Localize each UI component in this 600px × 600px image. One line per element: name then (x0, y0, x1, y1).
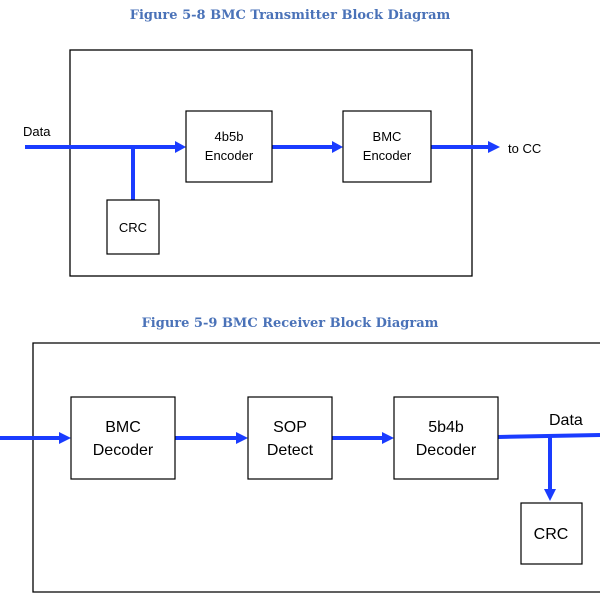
rx-crc-tap-arrowhead (544, 489, 556, 501)
block-bmc-encoder: BMC Encoder (342, 110, 432, 183)
rx-input-arrowhead (59, 432, 71, 444)
block-bmc-decoder-box (70, 396, 176, 480)
rx-bmc-sop-arrowhead (236, 432, 248, 444)
receiver-wires (0, 432, 600, 501)
receiver-frame (32, 342, 600, 593)
block-bmc-encoder-line2: Encoder (363, 148, 412, 163)
block-tx-crc-box (106, 199, 160, 255)
transmitter-caption: Figure 5-8 BMC Transmitter Block Diagram (130, 8, 451, 23)
block-bmc-encoder-line1: BMC (373, 129, 402, 144)
transmitter-wires (25, 141, 500, 200)
block-5b4b-decoder-line2: Decoder (416, 442, 477, 459)
block-4b5b-encoder-line2: Encoder (205, 148, 254, 163)
block-5b4b-decoder: 5b4b Decoder (393, 396, 499, 480)
block-bmc-decoder-line1: BMC (105, 419, 141, 436)
tx-data-in-arrowhead (175, 141, 186, 153)
rx-sop-decoder-arrowhead (382, 432, 394, 444)
block-sop-detect-box (247, 396, 333, 480)
block-4b5b-encoder-box (185, 110, 273, 183)
block-bmc-encoder-box (342, 110, 432, 183)
block-sop-detect: SOP Detect (247, 396, 333, 480)
block-rx-crc-label: CRC (534, 526, 569, 543)
tx-output-arrowhead (488, 141, 500, 153)
block-4b5b-encoder-line1: 4b5b (215, 129, 244, 144)
tx-encoder-link-arrowhead (332, 141, 343, 153)
receiver-caption: Figure 5-9 BMC Receiver Block Diagram (142, 316, 439, 331)
block-bmc-decoder: BMC Decoder (70, 396, 176, 480)
tx-input-label: Data (23, 124, 51, 139)
block-tx-crc-label: CRC (119, 220, 147, 235)
block-5b4b-decoder-box (393, 396, 499, 480)
block-sop-detect-line1: SOP (273, 419, 307, 436)
block-tx-crc: CRC (106, 199, 160, 255)
block-4b5b-encoder: 4b5b Encoder (185, 110, 273, 183)
tx-output-label: to CC (508, 141, 541, 156)
transmitter-frame (69, 49, 473, 277)
block-rx-crc-box (520, 502, 583, 565)
rx-output-label: Data (549, 412, 583, 429)
block-bmc-decoder-line2: Decoder (93, 442, 154, 459)
block-rx-crc: CRC (520, 502, 583, 565)
block-5b4b-decoder-line1: 5b4b (428, 419, 464, 436)
block-sop-detect-line2: Detect (267, 442, 314, 459)
